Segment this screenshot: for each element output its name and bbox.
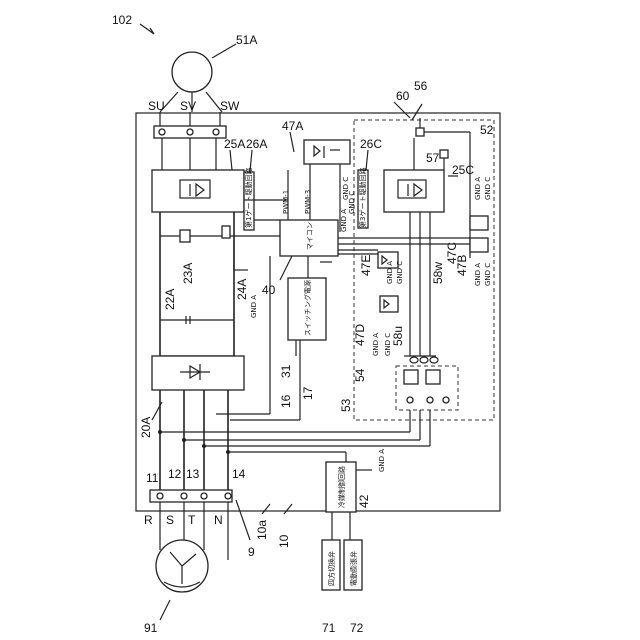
label-26C: 26C <box>360 137 382 151</box>
label-22A: 22A <box>163 289 177 310</box>
svg-text:GND A: GND A <box>386 261 394 284</box>
label-25C: 25C <box>452 163 474 177</box>
label-53: 53 <box>339 398 353 412</box>
relay-54 <box>404 370 418 384</box>
connector-56 <box>416 128 424 136</box>
label-24A: 24A <box>235 279 249 300</box>
label-47A: 47A <box>282 119 303 133</box>
label-47D: 47D <box>353 324 367 346</box>
photocoupler-47C-upper <box>470 216 488 230</box>
label-S: S <box>166 513 174 527</box>
label-91: 91 <box>144 621 158 635</box>
label-14: 14 <box>232 467 246 481</box>
expansion-valve-label: 電動膨張弁 <box>349 551 358 586</box>
photocoupler-47C <box>470 238 488 252</box>
photocoupler-47A <box>304 140 350 164</box>
label-16: 16 <box>279 394 293 408</box>
label-71: 71 <box>322 621 336 635</box>
label-13: 13 <box>186 467 200 481</box>
label-10a: 10a <box>255 520 269 540</box>
label-42: 42 <box>357 494 371 508</box>
label-23A: 23A <box>181 263 195 284</box>
label-102: 102 <box>112 13 132 27</box>
label-SV: SV <box>180 99 196 113</box>
svg-text:GND C: GND C <box>396 261 404 284</box>
svg-text:GND C: GND C <box>484 177 492 200</box>
label-31: 31 <box>279 364 293 378</box>
label-57: 57 <box>426 151 440 165</box>
label-40: 40 <box>262 283 276 297</box>
label-SW: SW <box>220 99 240 113</box>
svg-text:GND A: GND A <box>340 209 348 232</box>
gate-drive-C-label: 第3ゲート駆動回路 <box>358 168 367 228</box>
label-R: R <box>144 513 153 527</box>
inverter-25A <box>152 170 244 212</box>
label-54: 54 <box>353 368 367 382</box>
svg-text:GND C: GND C <box>484 263 492 286</box>
label-10: 10 <box>277 534 291 548</box>
leader-102 <box>140 24 154 34</box>
label-72: 72 <box>350 621 364 635</box>
connector-57 <box>440 150 448 158</box>
label-60: 60 <box>396 89 410 103</box>
label-T: T <box>188 513 196 527</box>
switching-power-label: スイッチング電源 <box>303 280 312 336</box>
label-51A: 51A <box>236 33 257 47</box>
refrigerant-control-label: 冷媒制御回路 <box>337 466 346 508</box>
four-way-valve-label: 四方切換弁 <box>327 551 336 586</box>
svg-text:GND A: GND A <box>372 333 380 356</box>
label-47B: 47B <box>455 255 469 276</box>
svg-text:GND A: GND A <box>474 263 482 286</box>
current-sensor-23A <box>180 230 190 242</box>
label-56: 56 <box>414 79 428 93</box>
label-47E: 47E <box>359 255 373 276</box>
label-11: 11 <box>146 471 159 485</box>
label-52: 52 <box>480 123 494 137</box>
label-25A: 25A <box>224 137 245 151</box>
label-SU: SU <box>148 99 165 113</box>
gate-drive-A-label: 第1ゲート駆動回路 <box>244 168 253 228</box>
label-N: N <box>214 513 223 527</box>
label-17: 17 <box>301 386 315 400</box>
label-20A: 20A <box>139 417 153 438</box>
microcomputer-label: マイコン <box>306 222 314 250</box>
label-58w: 58w <box>431 262 445 284</box>
label-26A: 26A <box>246 137 267 151</box>
label-12: 12 <box>168 467 182 481</box>
svg-text:GND A: GND A <box>378 449 386 472</box>
svg-text:GND A: GND A <box>250 295 258 318</box>
signal-pwm3: PWM-3 <box>304 190 312 214</box>
signal-pwm1: PWM-1 <box>282 190 290 214</box>
label-9: 9 <box>248 545 255 559</box>
svg-text:GND A: GND A <box>474 177 482 200</box>
label-58u: 58u <box>391 326 405 346</box>
svg-text:GND C: GND C <box>348 191 356 214</box>
